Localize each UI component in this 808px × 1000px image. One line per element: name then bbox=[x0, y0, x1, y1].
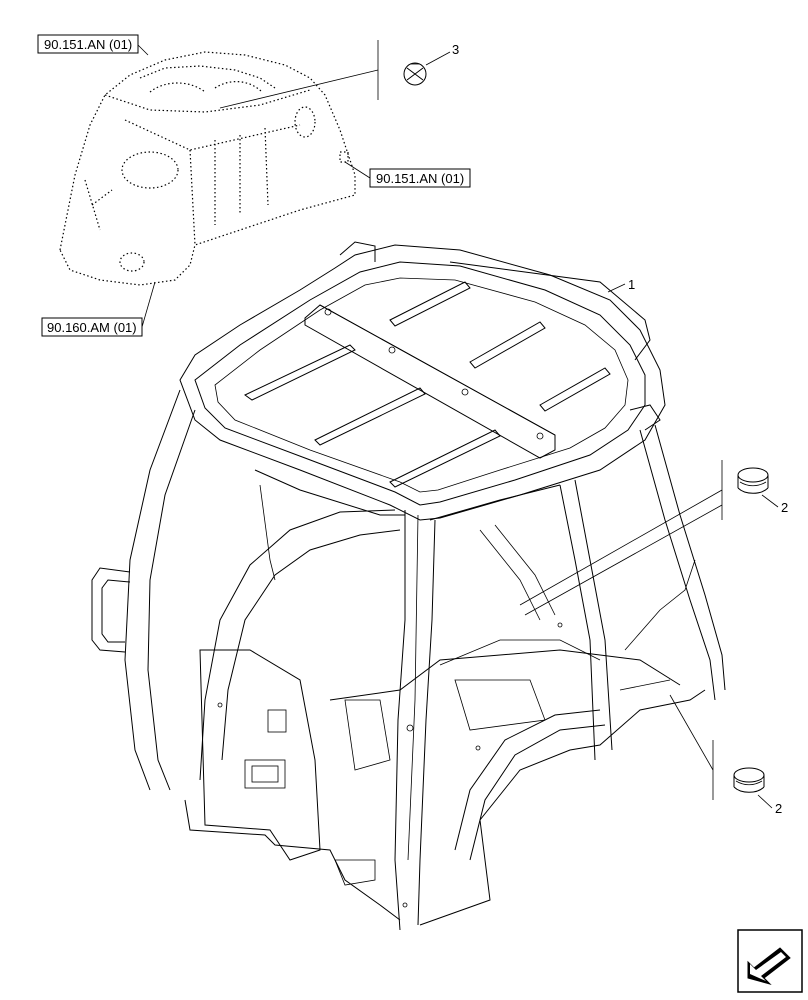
ref-box-top[interactable]: 90.151.AN (01) bbox=[37, 34, 139, 54]
push-clip-icon bbox=[403, 62, 427, 86]
callout-2b[interactable]: 2 bbox=[757, 794, 782, 816]
cap-plug-icon-lower bbox=[733, 767, 765, 793]
callout-1[interactable]: 1 bbox=[607, 277, 635, 293]
ref-box-bottom[interactable]: 90.160.AM (01) bbox=[41, 317, 143, 337]
ref-label-top: 90.151.AN (01) bbox=[44, 37, 132, 52]
cap-plug-icon bbox=[737, 467, 769, 494]
callout-label-1: 1 bbox=[628, 277, 635, 292]
dashboard-console-outline bbox=[59, 51, 356, 286]
callout-label-3: 3 bbox=[452, 42, 459, 57]
next-page-arrow-icon[interactable] bbox=[737, 929, 803, 993]
cab-frame bbox=[91, 241, 726, 931]
callout-3[interactable]: 3 bbox=[425, 42, 459, 66]
ref-label-bottom: 90.160.AM (01) bbox=[47, 320, 137, 335]
callout-2a[interactable]: 2 bbox=[761, 494, 788, 515]
ref-box-mid[interactable]: 90.151.AN (01) bbox=[369, 168, 471, 188]
callout-label-2a: 2 bbox=[781, 500, 788, 515]
callout-label-2b: 2 bbox=[775, 801, 782, 816]
ref-label-mid: 90.151.AN (01) bbox=[376, 171, 464, 186]
